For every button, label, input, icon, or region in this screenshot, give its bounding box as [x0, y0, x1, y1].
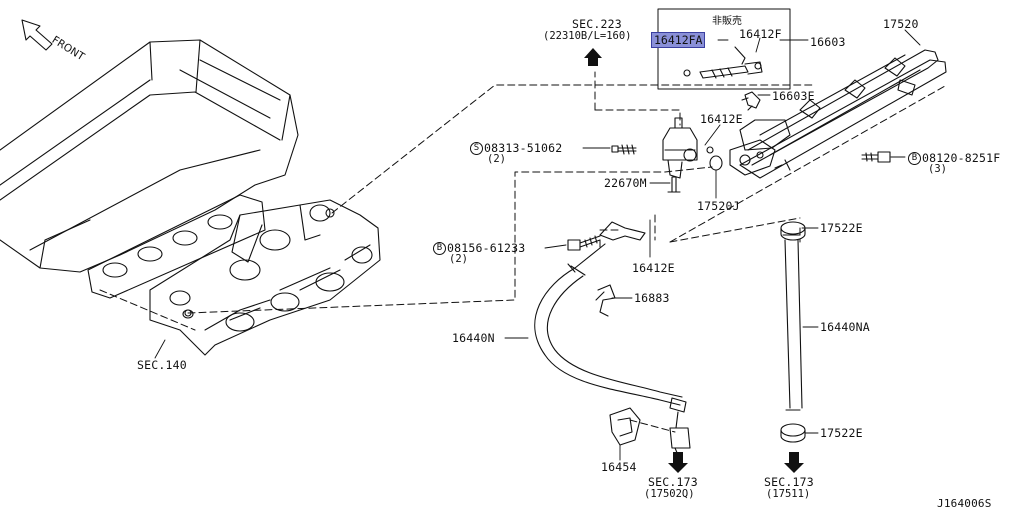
b-mark-icon: B	[908, 152, 921, 165]
fuel-injector	[683, 46, 763, 79]
part-16603-label[interactable]: 16603	[810, 35, 846, 49]
sec173-17511-label[interactable]: SEC.173	[764, 475, 814, 489]
part-16603E-label[interactable]: 16603E	[772, 89, 815, 103]
part-08120-qty: (3)	[928, 163, 947, 175]
sec173-17511-sub-label: (17511)	[766, 488, 811, 500]
sensor-connector	[667, 176, 681, 193]
part-17520J-label[interactable]: 17520J	[697, 199, 740, 213]
pressure-regulator	[662, 117, 714, 179]
bolt-08120	[861, 151, 891, 163]
bolt-08156	[567, 235, 601, 251]
intake-manifold	[149, 199, 381, 356]
part-16440NA-label[interactable]: 16440NA	[820, 320, 870, 334]
arrow-down-icon	[668, 452, 688, 473]
return-hose	[782, 234, 803, 411]
bushing	[709, 155, 723, 171]
s-mark-icon: S	[470, 142, 483, 155]
sec140-label[interactable]: SEC.140	[137, 358, 187, 372]
bracket-16454	[609, 407, 641, 446]
hose-clamp-top	[780, 221, 806, 241]
manifold-gasket	[87, 194, 266, 299]
part-17522E-bottom-label[interactable]: 17522E	[820, 426, 863, 440]
part-16412E-top-label[interactable]: 16412E	[700, 112, 743, 126]
injector-clip	[741, 91, 761, 111]
bolt-08313	[611, 144, 637, 155]
part-16412FA-highlight[interactable]: 16412FA	[651, 32, 706, 48]
part-17520-label[interactable]: 17520	[883, 17, 919, 31]
arrow-up-icon	[584, 48, 602, 66]
drawing-id: J164006S	[937, 497, 992, 510]
sec223-sub-label: (22310B/L=160)	[543, 30, 632, 42]
part-17522E-top-label[interactable]: 17522E	[820, 221, 863, 235]
part-16883-label[interactable]: 16883	[634, 291, 670, 305]
part-16454-label[interactable]: 16454	[601, 460, 637, 474]
arrow-down-icon	[784, 452, 804, 473]
fuel-rail	[729, 49, 947, 179]
b-mark-icon: B	[433, 242, 446, 255]
part-22670M-label[interactable]: 22670M	[604, 176, 647, 190]
cylinder-head	[0, 39, 299, 273]
part-16440N-label[interactable]: 16440N	[452, 331, 495, 345]
hose-clip-16883	[595, 284, 616, 317]
sec223-label[interactable]: SEC.223	[572, 17, 622, 31]
part-16412F-label[interactable]: 16412F	[739, 27, 782, 41]
part-08313-qty: (2)	[487, 153, 506, 165]
sec173-17502Q-label[interactable]: SEC.173	[648, 475, 698, 489]
front-arrow-icon	[21, 19, 53, 51]
fuel-hose	[534, 221, 691, 456]
part-08156-qty: (2)	[449, 253, 468, 265]
hose-clamp-bottom	[780, 423, 806, 443]
not-for-sale-label: 非販売	[712, 16, 742, 27]
part-16412E-bottom-label[interactable]: 16412E	[632, 261, 675, 275]
sec173-17502Q-sub-label: (17502Q)	[644, 488, 695, 500]
